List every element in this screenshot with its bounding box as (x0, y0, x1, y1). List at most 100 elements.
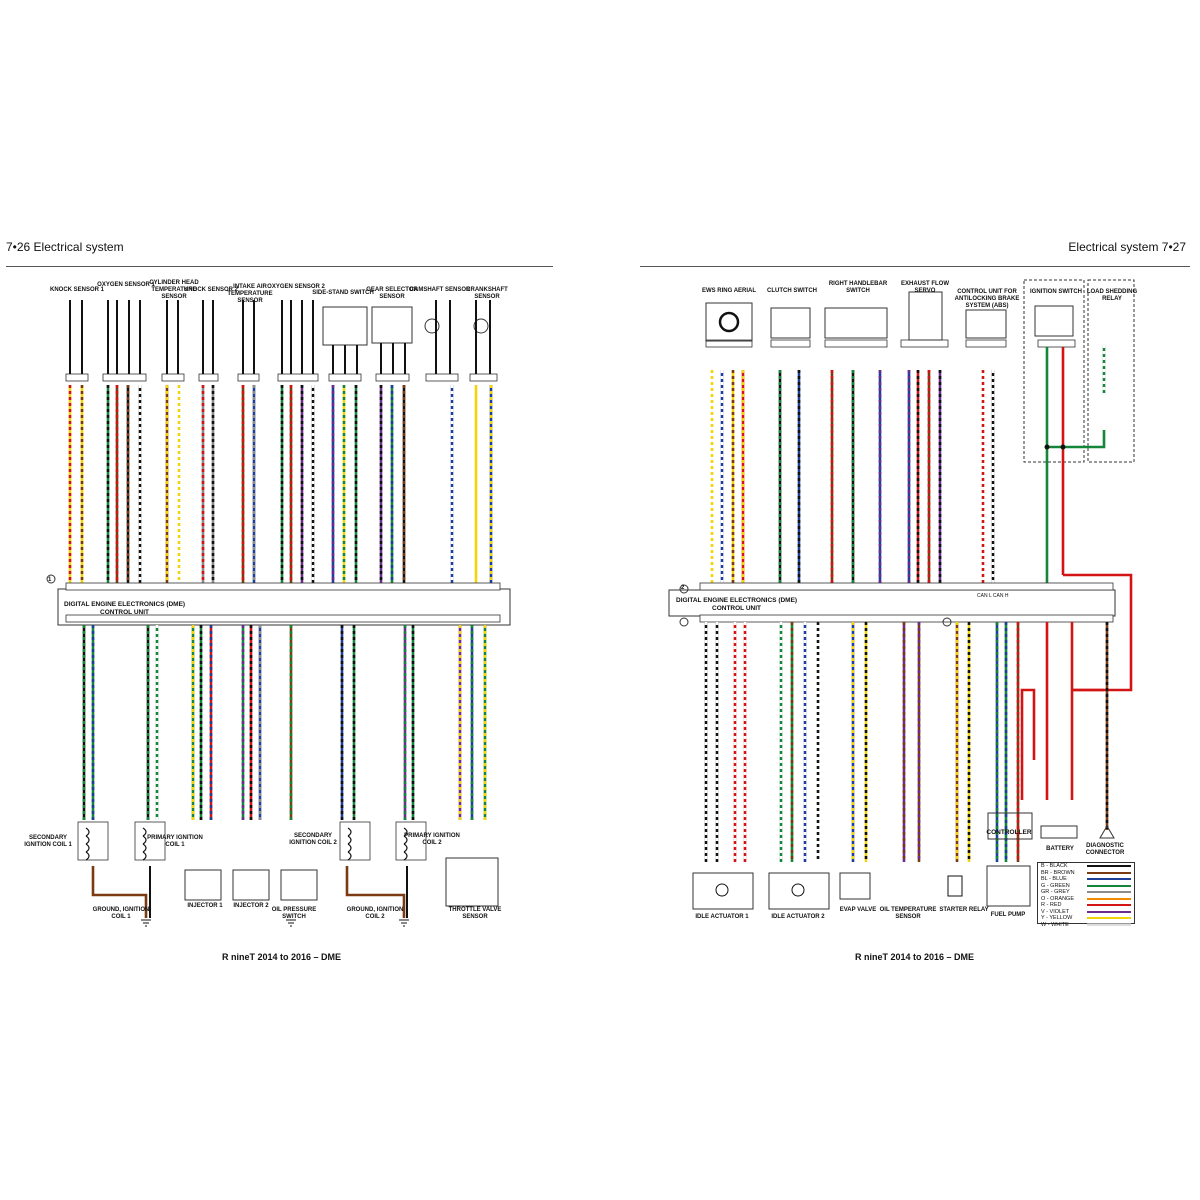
coil-winding (403, 827, 408, 837)
fuel-red-loop (1020, 688, 1036, 800)
page-header-right: Electrical system 7•27 (1068, 240, 1186, 254)
legend-swatch (1087, 910, 1131, 913)
right-marker: 2 (681, 585, 685, 591)
legend-swatch (1087, 865, 1131, 868)
right-handlebar-switch-box (824, 307, 888, 339)
starter-relay-symbol (947, 875, 963, 897)
controller-box (987, 812, 1033, 840)
legend-swatch (1087, 923, 1131, 927)
label-oil-pressure-switch: OIL PRESSURE SWITCH (271, 907, 317, 920)
legend-code: G - GREEN (1041, 882, 1070, 889)
legend-code: GR - GREY (1041, 889, 1070, 895)
legend-swatch (1087, 897, 1131, 900)
left-marker-circle (46, 574, 56, 584)
header-rule-right (640, 266, 1190, 267)
wire-color-legend: B - BLACK BR - BROWN BL - BLUE G - GREEN… (1037, 862, 1135, 928)
coil-winding (347, 835, 352, 845)
legend-row: W - WHITE (1038, 922, 1134, 929)
label-starter-relay: STARTER RELAY (939, 907, 989, 913)
connector-strip (65, 614, 501, 623)
connector-strip (699, 582, 1114, 591)
left-dme-line1: DIGITAL ENGINE ELECTRONICS (DME) (64, 601, 186, 608)
label-right-handlebar-switch: RIGHT HANDLEBAR SWITCH (828, 281, 888, 294)
label-diagnostic-connector: DIAGNOSTIC CONNECTOR (1085, 843, 1125, 856)
label-injector-1: INJECTOR 1 (187, 903, 223, 909)
legend-row: R - RED (1038, 902, 1134, 909)
legend-row: V - VIOLET (1038, 909, 1134, 916)
ignition-coil (395, 821, 427, 861)
label-crankshaft-sensor: CRANKSHAFT SENSOR (466, 287, 508, 300)
right-dme-label: DIGITAL ENGINE ELECTRONICS (DME) CONTROL… (676, 597, 797, 613)
left-dme-line2: CONTROL UNIT (100, 609, 149, 616)
connector-strip (161, 373, 185, 382)
legend-row: G - GREEN (1038, 883, 1134, 890)
label-battery: BATTERY (1046, 846, 1074, 852)
label-abs-control-unit: CONTROL UNIT FOR ANTILOCKING BRAKE SYSTE… (954, 289, 1020, 309)
label-primary-ignition-coil-1: PRIMARY IGNITION COIL 1 (147, 835, 203, 848)
ignition-switch-frame (1023, 279, 1085, 463)
label-ignition-switch: IGNITION SWITCH (1030, 289, 1082, 295)
connector-strip (65, 582, 501, 591)
load-shed-green-run (1047, 430, 1106, 449)
legend-row: B - BLACK (1038, 863, 1134, 870)
crankshaft-sensor-symbol (473, 318, 489, 334)
label-evap-valve: EVAP VALVE (839, 907, 877, 913)
label-ground-ignition-coil-1: GROUND, IGNITION COIL 1 (92, 907, 150, 920)
coil-winding (403, 843, 408, 853)
right-marker-circle-2 (679, 617, 689, 627)
right-marker-circle-3 (942, 617, 952, 627)
label-oxygen-sensor-1: OXYGEN SENSOR 1 (97, 282, 155, 288)
load-shedding-relay-frame (1087, 279, 1135, 463)
coil-winding (347, 827, 352, 837)
connector-strip (277, 373, 319, 382)
legend-swatch (1087, 871, 1131, 874)
label-throttle-valve-sensor: THROTTLE VALVE SENSOR (448, 907, 502, 920)
label-camshaft-sensor: CAMSHAFT SENSOR (409, 287, 471, 293)
legend-swatch (1087, 917, 1131, 920)
connector-strip (824, 339, 888, 348)
coil-winding (85, 835, 90, 845)
camshaft-sensor-symbol (424, 318, 440, 334)
label-ews-ring-aerial: EWS RING AERIAL (701, 288, 757, 294)
ignition-coil (339, 821, 371, 861)
connector-strip (900, 339, 949, 348)
right-caption: R nineT 2014 to 2016 – DME (855, 952, 975, 962)
legend-code: O - ORANGE (1041, 895, 1075, 902)
ews-aerial-box (705, 302, 753, 342)
label-oxygen-sensor-2: OXYGEN SENSOR 2 (267, 284, 325, 290)
abs-control-unit-box (965, 309, 1007, 339)
side-stand-switch-box (322, 306, 368, 346)
left-marker: 1 (48, 577, 52, 583)
label-gear-selector-sensor: GEAR SELECTOR SENSOR (366, 287, 418, 300)
right-marker-circle (679, 584, 689, 594)
legend-row: GR - GREY (1038, 889, 1134, 896)
fuel-pump-box (986, 865, 1031, 907)
legend-code: R - RED (1041, 902, 1062, 908)
coil-winding (85, 851, 90, 861)
ignition-coil (134, 821, 166, 861)
legend-row: Y - YELLOW (1038, 915, 1134, 922)
connector-strip (699, 614, 1114, 623)
left-dme-label: DIGITAL ENGINE ELECTRONICS (DME) CONTROL… (64, 601, 185, 617)
ews-ring (718, 311, 740, 333)
connector-strip (237, 373, 260, 382)
label-load-shedding-relay: LOAD SHEDDING RELAY (1086, 289, 1138, 302)
label-intake-air-temp-sensor: INTAKE AIR TEMPERATURE SENSOR (227, 284, 273, 304)
coil-winding (85, 827, 90, 837)
legend-swatch (1087, 891, 1131, 894)
coil-winding (347, 843, 352, 853)
ignition-coil (77, 821, 109, 861)
right-dme-line2: CONTROL UNIT (712, 605, 761, 612)
idle-actuator-2-box (768, 872, 830, 910)
connector-strip (65, 373, 89, 382)
legend-swatch (1087, 884, 1131, 887)
legend-code: V - VIOLET (1041, 908, 1070, 915)
label-knock-sensor-1: KNOCK SENSOR 1 (49, 287, 104, 293)
label-cylinder-head-temp-sensor: CYLINDER HEAD TEMPERATURE SENSOR (149, 280, 199, 300)
evap-valve-box (839, 872, 871, 900)
junction-dot (1044, 444, 1050, 450)
ground-symbol (286, 919, 296, 927)
injector-2-box (232, 869, 270, 901)
legend-code: Y - YELLOW (1041, 915, 1073, 921)
